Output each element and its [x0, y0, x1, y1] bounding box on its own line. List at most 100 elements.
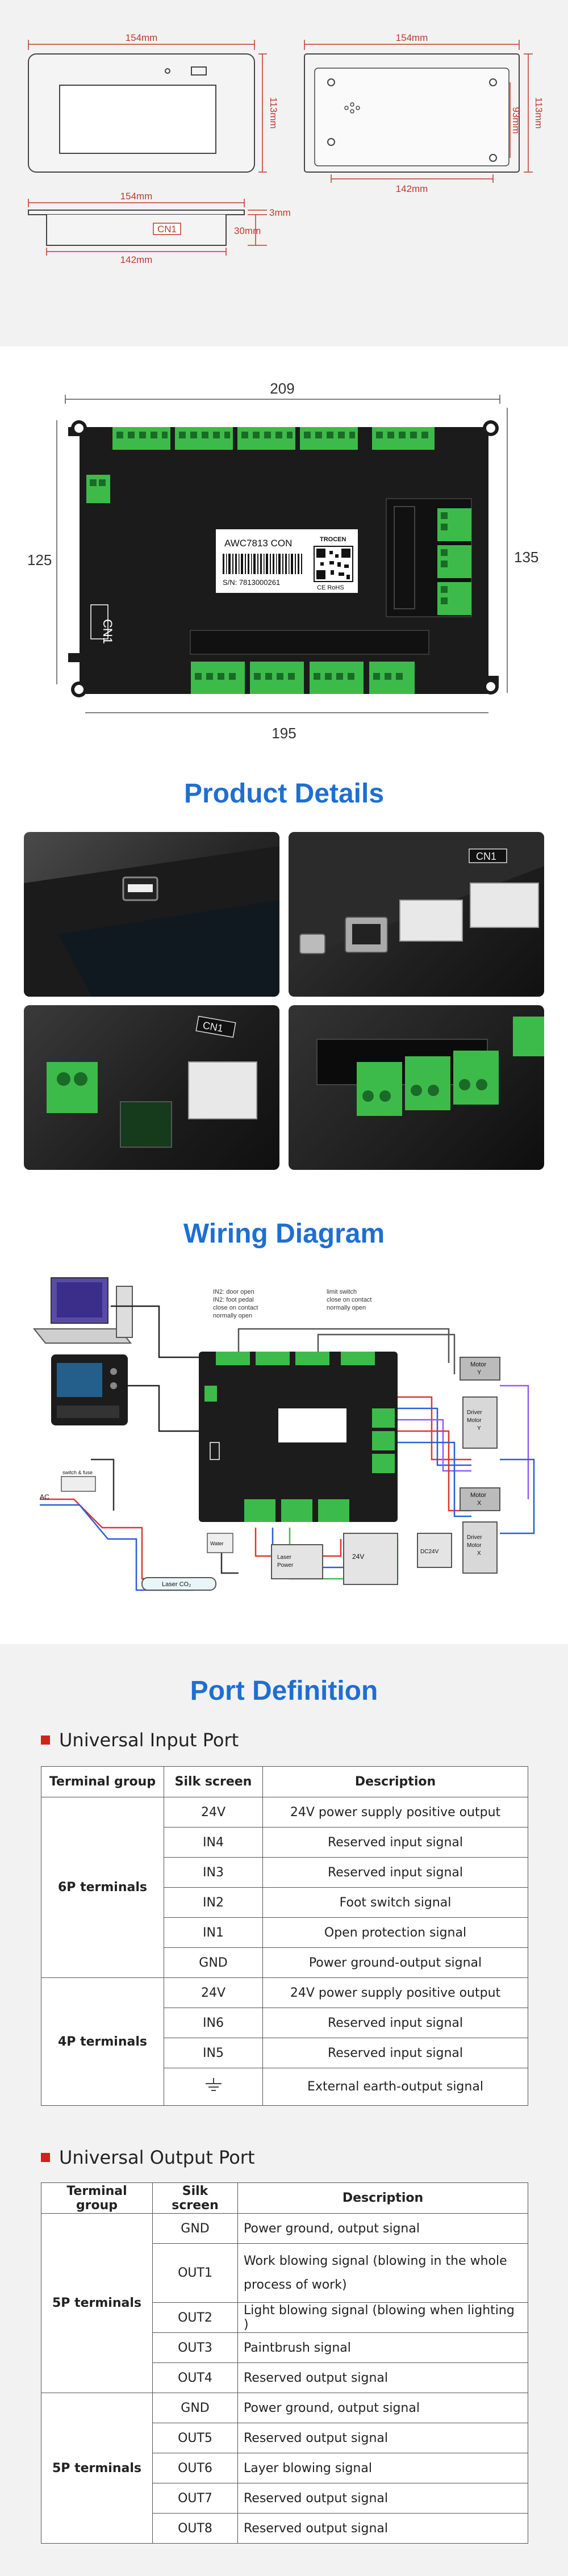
desc-cell: 24V power supply positive output — [262, 1977, 528, 2008]
table-row: IN3 Reserved input signal — [41, 1857, 528, 1888]
switch-fuse-icon — [61, 1476, 96, 1492]
table-row: IN2 Foot switch signal — [41, 1887, 528, 1918]
group-cell: 5P terminals — [41, 2213, 153, 2393]
desc-cell: Foot switch signal — [262, 1887, 528, 1918]
silk-cell: OUT8 — [152, 2513, 238, 2544]
back-outer-height-label: 113mm — [533, 97, 544, 128]
qr-code — [314, 546, 353, 582]
silk-cell: 24V — [164, 1977, 263, 2008]
bullet-square-icon — [41, 1736, 50, 1745]
group-cell: 4P terminals — [41, 1977, 164, 2106]
detail-photo-side: CN1 — [24, 1005, 279, 1170]
silk-cell: IN3 — [164, 1857, 263, 1888]
silk-cell: OUT4 — [152, 2362, 238, 2393]
silk-cell: OUT2 — [152, 2302, 238, 2333]
desc-cell: Reserved output signal — [237, 2513, 528, 2544]
table-row: OUT4 Reserved output signal — [41, 2362, 528, 2393]
desc-cell: Reserved output signal — [237, 2423, 528, 2453]
table-row: IN6 Reserved input signal — [41, 2008, 528, 2038]
table-row: GND Power ground-output signal — [41, 1947, 528, 1978]
table-row: OUT5 Reserved output signal — [41, 2423, 528, 2453]
bottom-width-label: 195 — [272, 725, 296, 742]
silk-cell: GND — [164, 1947, 263, 1978]
controller-section: 209 125 135 195 — [0, 346, 568, 761]
output-port-table: Terminal group Silk screen Description 5… — [41, 2182, 528, 2544]
detail-photo-usb — [24, 832, 279, 997]
brand-label: TROCEN — [320, 536, 346, 543]
laser-tube-label: Laser CO₂ — [162, 1581, 191, 1588]
desc-cell: Paintbrush signal — [237, 2332, 528, 2363]
desc-cell: Reserved output signal — [237, 2362, 528, 2393]
table-row: IN5 Reserved input signal — [41, 2038, 528, 2068]
desc-cell: Work blowing signal (blowing in the whol… — [237, 2243, 528, 2303]
input-port-heading-text: Universal Input Port — [59, 1729, 239, 1751]
silk-cell — [164, 2068, 263, 2106]
silk-cell: 24V — [164, 1797, 263, 1828]
dimensions-section: 154mm 113mm 154mm 142mm 93mm 113mm CN — [0, 0, 568, 346]
barcode — [223, 554, 302, 574]
model-label: AWC7813 CON — [224, 538, 292, 549]
bullet-square-icon — [41, 2153, 50, 2162]
water-sensor-icon — [207, 1533, 233, 1553]
input-port-heading: Universal Input Port — [41, 1729, 239, 1751]
front-height-label: 113mm — [268, 97, 279, 128]
table-row: OUT6 Layer blowing signal — [41, 2453, 528, 2483]
motor-y-icon — [460, 1357, 500, 1381]
table-header: Description — [262, 1766, 528, 1797]
driver-y-icon — [462, 1396, 498, 1449]
desc-cell: External earth-output signal — [262, 2068, 528, 2106]
table-row: 5P terminals GND Power ground, output si… — [41, 2213, 528, 2393]
silk-cell: OUT1 — [152, 2243, 238, 2303]
desc-cell: Reserved input signal — [262, 1857, 528, 1888]
desc-cell: Layer blowing signal — [237, 2453, 528, 2483]
motor-x-icon — [460, 1487, 500, 1511]
port-definition-title: Port Definition — [190, 1676, 378, 1706]
desc-cell: Power ground, output signal — [237, 2213, 528, 2244]
detail-photo-ports: CN1 — [289, 832, 544, 997]
table-header: Terminal group — [41, 2182, 153, 2214]
table-row: OUT2 Light blowing signal (blowing when … — [41, 2302, 528, 2333]
table-row: OUT3 Paintbrush signal — [41, 2332, 528, 2363]
dimension-drawing: 154mm 113mm 154mm 142mm 93mm 113mm CN — [28, 32, 544, 265]
detail-cn1-label: CN1 — [476, 851, 496, 862]
pc-tower-icon — [116, 1286, 133, 1338]
psu-dc24v-icon — [417, 1533, 452, 1568]
side-thickness-label: 3mm — [269, 207, 291, 218]
desc-cell: 24V power supply positive output — [262, 1797, 528, 1828]
side-inner-label: 142mm — [120, 254, 153, 265]
serial-label: S/N: 7813000261 — [223, 578, 280, 587]
molex-connector-icon — [188, 1061, 257, 1119]
green-terminal-icon — [453, 1051, 499, 1105]
psu-24v-label: 24V — [352, 1553, 364, 1561]
right-height-label: 135 — [514, 549, 538, 566]
desc-cell: Reserved input signal — [262, 2038, 528, 2068]
group-cell: 6P terminals — [41, 1797, 164, 1978]
psu-dc24v-label: DC24V — [420, 1549, 439, 1555]
top-width-label: 209 — [270, 380, 294, 397]
molex-connector-icon — [399, 900, 463, 942]
table-row: 6P terminals 24V 24V power supply positi… — [41, 1797, 528, 1978]
back-hole-span-label: 142mm — [396, 183, 428, 194]
driver-x-icon — [462, 1521, 498, 1574]
desc-cell: Reserved input signal — [262, 1827, 528, 1858]
silk-cell: GND — [152, 2213, 238, 2244]
silk-cell: OUT3 — [152, 2332, 238, 2363]
water-label: Water — [210, 1541, 224, 1546]
green-terminal-icon — [405, 1056, 450, 1110]
silk-cell: IN5 — [164, 2038, 263, 2068]
green-terminal-icon — [47, 1062, 98, 1113]
silk-cell: OUT6 — [152, 2453, 238, 2483]
desc-cell: Light blowing signal (blowing when light… — [237, 2302, 528, 2333]
cert-label: CE RoHS — [317, 584, 344, 591]
switch-fuse-label: switch & fuse — [62, 1470, 93, 1475]
wiring-diagram-title: Wiring Diagram — [183, 1219, 385, 1249]
usb-b-port-icon — [299, 934, 325, 954]
product-details-title: Product Details — [183, 779, 385, 809]
